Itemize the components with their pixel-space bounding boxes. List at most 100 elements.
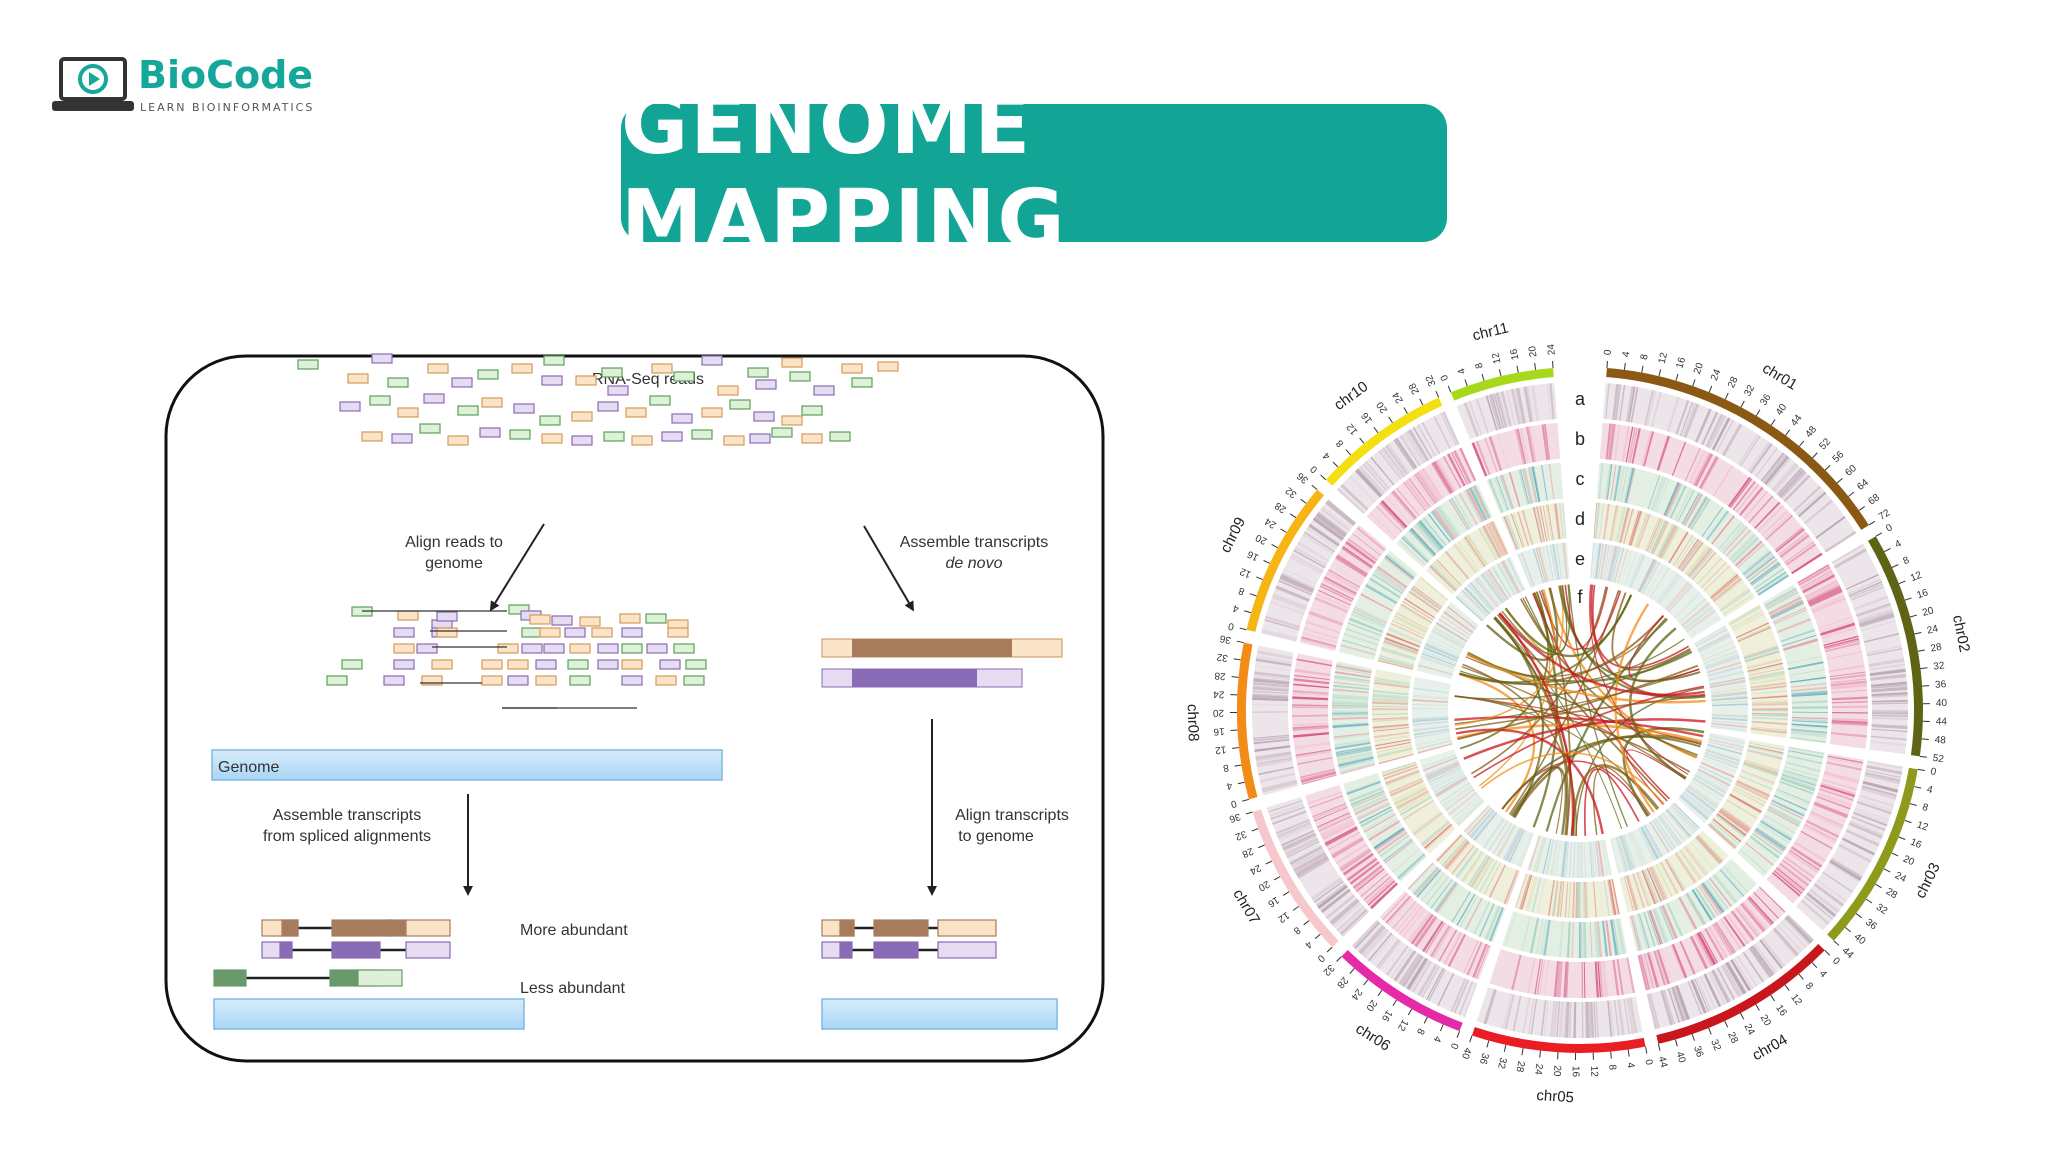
- track-heat: [1421, 518, 1446, 547]
- track-heat: [1483, 525, 1502, 558]
- track-heat: [1661, 526, 1680, 559]
- track-heat: [1598, 503, 1604, 540]
- track-heat: [1646, 518, 1662, 552]
- track-segment: [1610, 802, 1700, 874]
- tick: [1691, 1033, 1695, 1041]
- track-heat: [1656, 523, 1675, 557]
- track-heat: [1506, 828, 1524, 862]
- track-heat: [1605, 423, 1612, 460]
- track-heat: [1275, 585, 1310, 602]
- track-heat: [1751, 716, 1788, 721]
- track-heat: [1455, 847, 1478, 878]
- tick: [1740, 1012, 1745, 1020]
- track-heat: [1413, 687, 1450, 694]
- track-heat: [1687, 981, 1703, 1015]
- track-heat: [1337, 755, 1374, 766]
- track-heat: [1495, 824, 1515, 857]
- track-heat: [1424, 823, 1453, 849]
- track-heat: [1519, 833, 1534, 868]
- tick: [1363, 979, 1369, 986]
- track-heat: [1378, 753, 1414, 765]
- track-heat: [1483, 862, 1502, 895]
- track-heat: [1615, 506, 1624, 542]
- tick: [1868, 520, 1876, 526]
- track-heat: [1632, 873, 1646, 909]
- track-heat: [1576, 841, 1579, 878]
- track-heat: [1637, 558, 1655, 592]
- track-heat: [1319, 818, 1354, 837]
- tick-label: 24: [1213, 688, 1225, 699]
- track-heat: [1343, 543, 1375, 566]
- track-heat: [1737, 543, 1765, 569]
- tick-label: 36: [1227, 810, 1241, 824]
- tick-label: 24: [1926, 623, 1940, 636]
- track-heat: [1335, 746, 1372, 754]
- track-heat: [1346, 857, 1378, 882]
- tick: [1289, 513, 1297, 519]
- track-heat: [1473, 901, 1491, 935]
- track-heat: [1390, 948, 1413, 979]
- track-heat: [1386, 896, 1413, 925]
- track-heat: [1414, 813, 1444, 837]
- track-heat: [1723, 865, 1749, 893]
- track-heat: [1305, 620, 1341, 634]
- track-heat: [1823, 771, 1860, 783]
- track-heat: [1427, 513, 1451, 543]
- read: [701, 407, 723, 418]
- track-heat: [1625, 386, 1635, 423]
- track-heat: [1386, 632, 1421, 648]
- tick-label: 32: [1933, 660, 1946, 672]
- track-heat: [1791, 686, 1828, 692]
- track-heat: [1486, 523, 1504, 557]
- track-heat: [1810, 810, 1844, 828]
- tick-label: 32: [1495, 1056, 1508, 1070]
- read: [339, 401, 361, 412]
- track-heat: [1631, 555, 1646, 589]
- track-heat: [1253, 734, 1290, 739]
- track-heat: [1859, 615, 1895, 628]
- track-heat: [1416, 739, 1452, 749]
- track-heat: [1660, 861, 1679, 894]
- track-heat: [1485, 570, 1507, 601]
- track-heat: [1849, 583, 1884, 599]
- track-heat: [1503, 869, 1519, 905]
- read: [729, 399, 751, 410]
- track-heat: [1802, 574, 1836, 594]
- track-heat: [1502, 827, 1521, 860]
- tick: [1606, 361, 1608, 369]
- track-heat: [1359, 925, 1386, 955]
- track-heat: [1356, 468, 1383, 496]
- track-heat: [1336, 905, 1365, 932]
- track-heat: [1458, 981, 1474, 1016]
- track-heat: [1377, 939, 1402, 970]
- track-heat: [1704, 753, 1739, 766]
- track-heat: [1753, 892, 1779, 919]
- tick-label: 52: [1932, 753, 1945, 765]
- track-heat: [1376, 938, 1400, 968]
- track-heat: [1402, 535, 1430, 562]
- track-heat: [1369, 512, 1397, 538]
- tick-label: 20: [1256, 878, 1271, 893]
- track-heat: [1683, 493, 1703, 526]
- track-heat: [1255, 658, 1292, 667]
- track-heat: [1401, 537, 1429, 563]
- track-heat: [1796, 489, 1825, 515]
- track-heat: [1870, 735, 1907, 741]
- tick-label: 8: [1639, 353, 1651, 361]
- tick-label: 52: [1817, 436, 1833, 452]
- track-heat: [1808, 588, 1843, 606]
- track-heat: [1694, 978, 1710, 1012]
- track-heat: [1537, 878, 1546, 914]
- track-heat: [1421, 965, 1440, 998]
- track-heat: [1332, 722, 1369, 727]
- track-heat: [1768, 805, 1802, 824]
- track-heat: [1421, 421, 1441, 455]
- track-heat: [1435, 622, 1468, 643]
- track-heat: [1711, 924, 1733, 956]
- tick-label: 32: [1874, 902, 1890, 918]
- track-heat: [1438, 618, 1470, 639]
- track-heat: [1705, 413, 1724, 448]
- track-heat: [1754, 501, 1781, 529]
- read: [539, 415, 561, 426]
- track-heat: [1335, 843, 1368, 865]
